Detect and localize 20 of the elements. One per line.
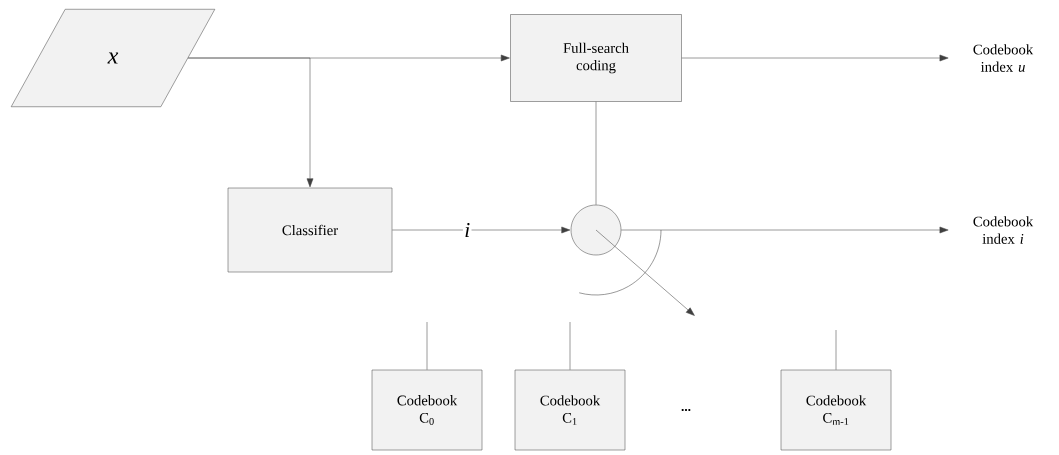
- switch-circle: [570, 204, 622, 256]
- codebook-box: Codebook C$_{0}$: [371, 369, 483, 451]
- connector-line: [426, 321, 428, 370]
- input-parallelogram: x: [10, 9, 216, 107]
- arrow: [187, 57, 314, 188]
- codebook-box: Codebook C$_{m-1}$: [780, 369, 892, 451]
- arrow: [595, 229, 695, 316]
- arrow: [392, 226, 571, 234]
- edge-label: i: [462, 221, 472, 239]
- connector-line: [595, 101, 597, 205]
- arrow: [681, 54, 949, 62]
- process-box: Full-search coding: [510, 14, 682, 102]
- connector-line: [835, 329, 837, 370]
- connector-line: [569, 321, 571, 370]
- process-box: Classifier: [227, 187, 393, 273]
- output-label: Codebook index i: [973, 216, 1034, 244]
- ellipsis-label: ...: [681, 408, 691, 412]
- codebook-box: Codebook C$_{1}$: [514, 369, 626, 451]
- arrow: [621, 226, 949, 234]
- output-label: Codebook index u: [973, 44, 1034, 72]
